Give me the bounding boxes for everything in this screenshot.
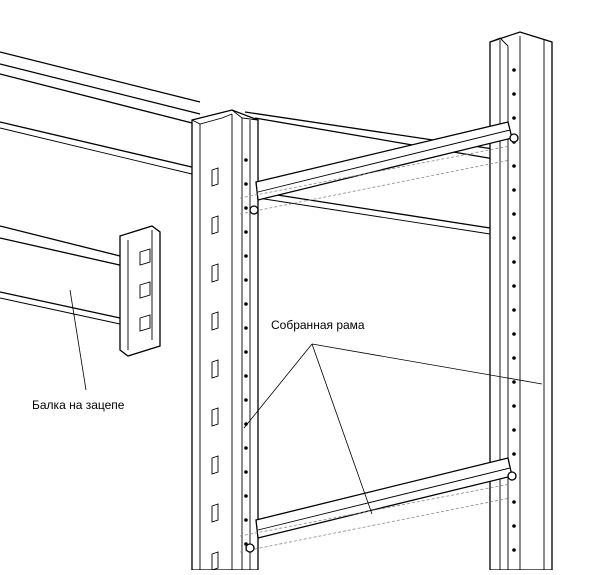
upright-hole	[512, 260, 516, 264]
upright-hole	[244, 326, 248, 330]
upright-hole	[244, 230, 248, 234]
upright-slot	[211, 311, 219, 331]
upright-hole	[244, 206, 248, 210]
upright-hole	[512, 500, 516, 504]
left-upright-slots	[211, 167, 219, 571]
upright-slot	[211, 503, 219, 523]
upright-hole	[512, 236, 516, 240]
back-beam	[0, 121, 491, 235]
upright-hole	[244, 494, 248, 498]
upright-hole	[512, 356, 516, 360]
upright-hole	[512, 68, 516, 72]
upright-hole	[512, 524, 516, 528]
left-upright	[191, 109, 259, 571]
upright-slot	[211, 263, 219, 283]
upright-hole	[512, 284, 516, 288]
upper-frame-brace	[239, 121, 519, 215]
upright-hole	[512, 380, 516, 384]
upright-hole	[512, 308, 516, 312]
upright-hole	[512, 428, 516, 432]
upright-hole	[244, 158, 248, 162]
upright-hole	[244, 374, 248, 378]
upright-hole	[512, 212, 516, 216]
hook-beam-label: Балка на зацепе	[32, 398, 125, 412]
upright-hole	[244, 302, 248, 306]
right-upright	[489, 31, 553, 571]
upright-slot	[211, 167, 219, 187]
lower-frame-brace	[239, 457, 517, 553]
upright-slot	[211, 551, 219, 571]
upright-slot	[211, 455, 219, 475]
leader-lines	[69, 289, 543, 515]
upright-hole	[512, 452, 516, 456]
left-upright-holes	[244, 158, 248, 546]
upright-hole	[512, 548, 516, 552]
assembled-frame-label: Собранная рама	[271, 318, 365, 332]
upright-hole	[512, 164, 516, 168]
upright-hole	[512, 116, 516, 120]
upright-hole	[512, 332, 516, 336]
upright-slot	[211, 359, 219, 379]
upright-hole	[244, 446, 248, 450]
upright-hole	[244, 470, 248, 474]
upright-hole	[244, 518, 248, 522]
upright-slot	[211, 407, 219, 427]
upright-hole	[244, 278, 248, 282]
upright-hole	[244, 254, 248, 258]
upright-slot	[211, 215, 219, 235]
upright-hole	[244, 350, 248, 354]
upright-hole	[512, 188, 516, 192]
upright-hole	[512, 404, 516, 408]
hook-beam	[0, 225, 161, 357]
upright-hole	[244, 398, 248, 402]
upright-hole	[244, 182, 248, 186]
upright-hole	[512, 92, 516, 96]
